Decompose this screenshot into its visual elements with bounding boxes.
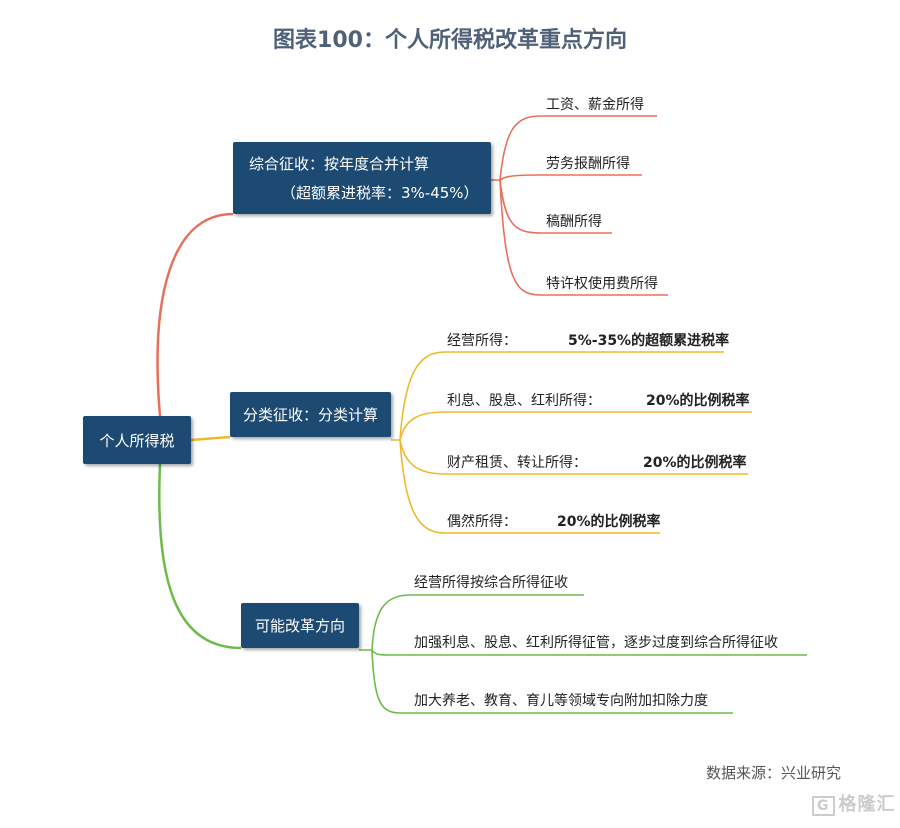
- connector-line: [399, 439, 748, 475]
- connector-line: [391, 351, 724, 441]
- connector-line: [491, 115, 657, 181]
- comprehensive-label: 综合征收：按年度合并计算: [249, 155, 430, 173]
- leaf-item: 财产租赁、转让所得：: [447, 455, 587, 471]
- watermark-text: 格隆汇: [838, 794, 896, 815]
- connector-line: [359, 594, 584, 651]
- connector-line: [371, 649, 733, 714]
- leaf-item: 加大养老、教育、育儿等领域专向附加扣除力度: [414, 693, 708, 709]
- connector-line: [371, 649, 807, 656]
- leaf-item: 加强利息、股息、红利所得征管，逐步过度到综合所得征收: [414, 635, 778, 651]
- connector-line: [399, 411, 752, 441]
- source-note: 数据来源：兴业研究: [706, 764, 842, 782]
- connector-line: [499, 174, 642, 181]
- root-label: 个人所得税: [99, 431, 175, 450]
- leaf-rate: 20%的比例税率: [646, 393, 750, 409]
- leaf-rate: 20%的比例税率: [643, 455, 747, 471]
- comprehensive-rate: （超额累进税率：3%-45%）: [281, 184, 479, 202]
- reform-node: 可能改革方向: [241, 603, 359, 648]
- leaf-item: 稿酬所得: [546, 214, 602, 230]
- connector-line: [499, 179, 668, 296]
- comprehensive-node: 综合征收：按年度合并计算 （超额累进税率：3%-45%）: [233, 142, 491, 214]
- leaf-rate: 5%-35%的超额累进税率: [568, 333, 730, 349]
- root-node: 个人所得税: [83, 416, 191, 464]
- leaf-item: 经营所得按综合所得征收: [414, 575, 568, 591]
- leaf-item: 工资、薪金所得: [546, 97, 644, 113]
- diagram-title: 图表100：个人所得税改革重点方向: [273, 28, 627, 53]
- classified-node: 分类征收：分类计算: [230, 392, 391, 437]
- logo-icon: G: [812, 796, 835, 816]
- connector-line: [499, 179, 612, 234]
- root-to-comprehensive-line: [156, 212, 234, 417]
- reform-label: 可能改革方向: [254, 617, 345, 635]
- root-to-reform-line: [158, 463, 242, 650]
- leaf-rate: 20%的比例税率: [557, 514, 661, 530]
- classified-label: 分类征收：分类计算: [242, 406, 378, 424]
- leaf-item: 偶然所得：: [447, 514, 517, 530]
- connector-line: [399, 439, 660, 534]
- leaf-item: 利息、股息、红利所得：: [447, 393, 601, 409]
- root-to-classified-line: [190, 435, 231, 442]
- leaf-item: 特许权使用费所得: [546, 276, 658, 292]
- leaf-item: 经营所得：: [447, 333, 517, 349]
- leaf-item: 劳务报酬所得: [546, 156, 630, 172]
